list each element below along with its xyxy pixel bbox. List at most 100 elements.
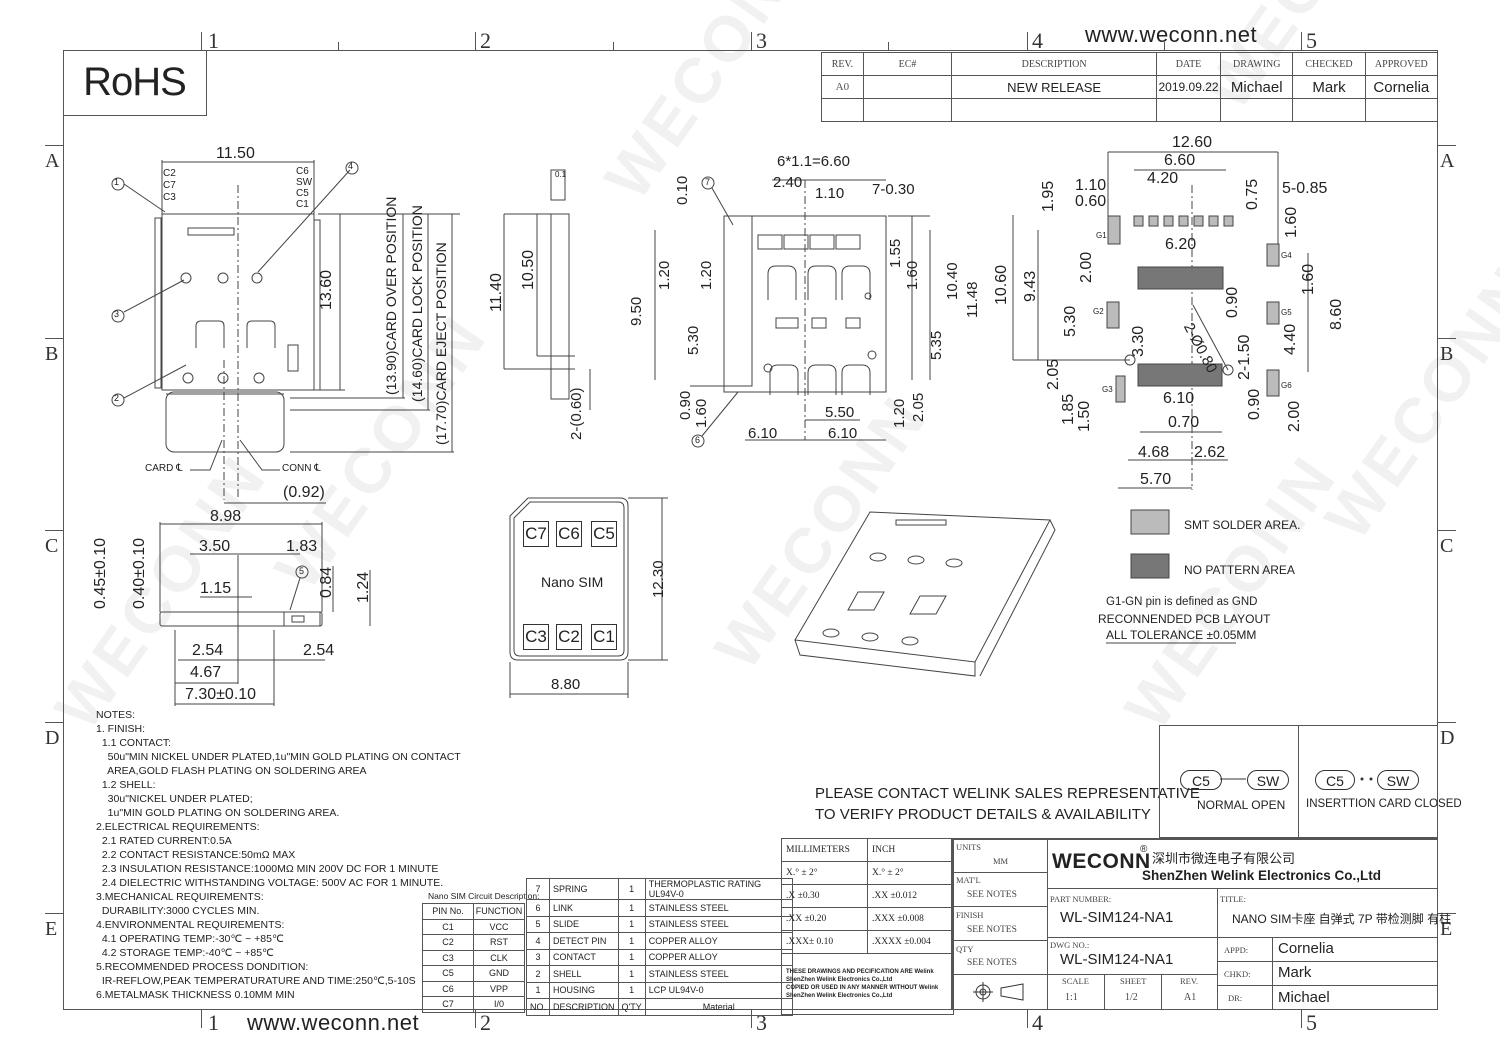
company-name-en: ShenZhen Welink Electronics Co.,Ltd	[1142, 868, 1382, 883]
checked-header: CHECKED	[1292, 52, 1366, 76]
pcb-dim-3-30: 3.30	[1130, 325, 1147, 357]
sheet-cell: SHEET 1/2	[1104, 974, 1162, 1010]
bottom-dim-5-50: 5.50	[825, 404, 855, 421]
website-link-bottom[interactable]: www.weconn.net	[247, 1010, 420, 1035]
bottom-dim-6-10-b: 6.10	[828, 425, 858, 442]
table-row: .XXX± 0.10.XXXX ±0.004	[781, 930, 954, 954]
chkd-label-cell: CHKD:	[1217, 961, 1273, 986]
front-dim-2-54-a: 2.54	[192, 642, 224, 659]
front-dim-4-67: 4.67	[190, 664, 222, 681]
normal-open-caption: NORMAL OPEN	[1197, 798, 1286, 812]
pcb-dim-2-62: 2.62	[1194, 444, 1226, 461]
pcb-dim-1-60-b: 1.60	[1300, 263, 1317, 295]
switch-closed-c5: C5	[1315, 770, 1355, 790]
balloon-3: 3	[114, 309, 120, 319]
front-dim-0-45: 0.45±0.10	[92, 537, 109, 609]
zone-row-d: D	[45, 727, 60, 749]
top-view-outline	[111, 160, 460, 504]
front-dim-1-24: 1.24	[355, 571, 372, 603]
zone-col-4: 4	[1032, 28, 1043, 53]
pcb-dim-1-95: 1.95	[1040, 180, 1057, 212]
bottom-dim-1-20-a: 1.20	[656, 260, 673, 290]
zone-row-b: B	[45, 343, 59, 365]
pcb-dim-8-60: 8.60	[1328, 298, 1345, 330]
balloon-2: 2	[114, 393, 120, 403]
nano-sim-label: Nano SIM	[541, 574, 604, 590]
side-dim-0-60: 2-(0.60)	[568, 387, 585, 440]
bottom-dim-5-30: 5.30	[685, 325, 702, 355]
bottom-dim-6-10-a: 6.10	[748, 425, 778, 442]
pcb-pads	[1106, 215, 1280, 403]
bottom-dim-2-05: 2.05	[910, 392, 927, 422]
pad-g5: G5	[1281, 308, 1292, 317]
pad-g1: G1	[1096, 231, 1107, 240]
zone-col-1: 1	[208, 28, 219, 53]
scale-value: 1:1	[1065, 992, 1078, 1003]
checked-by: Mark	[1278, 964, 1312, 981]
pcb-dim-4-20: 4.20	[1147, 170, 1179, 187]
table-row: .X ±0.30.XX ±0.012	[781, 884, 954, 908]
bottom-dim-1-60: 1.60	[693, 398, 710, 428]
layout-note: RECONNENDED PCB LAYOUT	[1098, 612, 1271, 626]
website-link-top[interactable]: www.weconn.net	[1085, 22, 1258, 47]
zone-row-a-right: A	[1440, 150, 1455, 172]
notes-block: NOTES:1. FINISH: 1.1 CONTACT: 50u"MIN NI…	[96, 709, 461, 1001]
switch-closed-sw: SW	[1377, 770, 1419, 790]
pcb-dim-2-1-50: 2-1.50	[1236, 334, 1253, 380]
pcb-dim-4-40: 4.40	[1282, 323, 1299, 355]
sim-contact-c7: C7	[523, 521, 549, 547]
pcb-dim-5-30: 5.30	[1062, 305, 1079, 337]
balloon-5: 5	[299, 566, 305, 576]
pcb-dim-6-20: 6.20	[1165, 236, 1197, 253]
sim-contact-c6: C6	[556, 521, 582, 547]
dr-value-cell: Michael	[1272, 985, 1438, 1010]
disclaimer-line: ShenZhen Welink Electronics Co.,Ltd	[786, 993, 893, 999]
pcb-dim-1-10: 1.10	[1075, 177, 1107, 194]
pin-table-title: Nano SIM Circuit Description:	[428, 891, 540, 901]
pcb-layout-outline	[1012, 151, 1309, 490]
pcb-dim-0-75: 0.75	[1244, 178, 1261, 210]
disclaimer-line: ShenZhen Welink Electronics Co.,Ltd	[786, 977, 893, 983]
zone-row-a: A	[45, 150, 60, 172]
bottom-dim-0-10: 0.10	[674, 175, 691, 205]
balloon-7: 7	[705, 177, 711, 187]
zone-col-5-bottom: 5	[1306, 1010, 1317, 1035]
pcb-dim-5-70: 5.70	[1140, 471, 1172, 488]
pad-g3: G3	[1102, 385, 1113, 394]
front-dim-1-15: 1.15	[200, 580, 232, 597]
part-number: WL-SIM124-NA1	[1060, 909, 1174, 926]
zone-col-5: 5	[1306, 28, 1317, 53]
pitch-dim: 6*1.1=6.60	[777, 153, 850, 170]
pcb-dim-5-0-85: 5-0.85	[1282, 180, 1328, 197]
approved-value: Cornelia	[1364, 75, 1439, 99]
zone-row-d-right: D	[1440, 727, 1455, 749]
qty-cell: QTY SEE NOTES	[952, 940, 1048, 975]
front-dim-0-40: 0.40±0.10	[131, 537, 148, 609]
finish-cell: FINISH SEE NOTES	[952, 906, 1048, 941]
company-name-cn: 深圳市微连电子有限公司	[1152, 851, 1296, 866]
nano-sim-outline	[509, 497, 668, 698]
sheet-value: 1/2	[1125, 992, 1138, 1003]
pcb-dim-2-00-r: 2.00	[1286, 400, 1303, 432]
side-dim-11-40: 11.40	[488, 273, 505, 312]
checked-value: Mark	[1292, 75, 1366, 99]
front-dim-2-54-b: 2.54	[303, 642, 335, 659]
centerline-offset-dim: (0.92)	[283, 484, 325, 501]
top-pin-labels-left: C2 C7 C3	[163, 168, 176, 203]
bottom-dim-2-40: 2.40	[773, 174, 803, 191]
table-row: X.° ± 2°X.° ± 2°	[781, 861, 954, 885]
switch-state-diagram: C5 SW NORMAL OPEN C5 SW INSERTTION CARD …	[1159, 725, 1462, 838]
dwg-number: WL-SIM124-NA1	[1060, 951, 1174, 968]
drawing-value: Michael	[1220, 75, 1294, 99]
switch-normal-c5: C5	[1180, 770, 1222, 790]
conn-centerline-label: CONN ℄	[282, 463, 321, 474]
zone-col-2: 2	[480, 28, 491, 53]
front-dim-8-98: 8.98	[210, 508, 242, 525]
drawing-title: NANO SIM卡座 自弹式 7P 带检测脚 有柱	[1232, 912, 1452, 926]
